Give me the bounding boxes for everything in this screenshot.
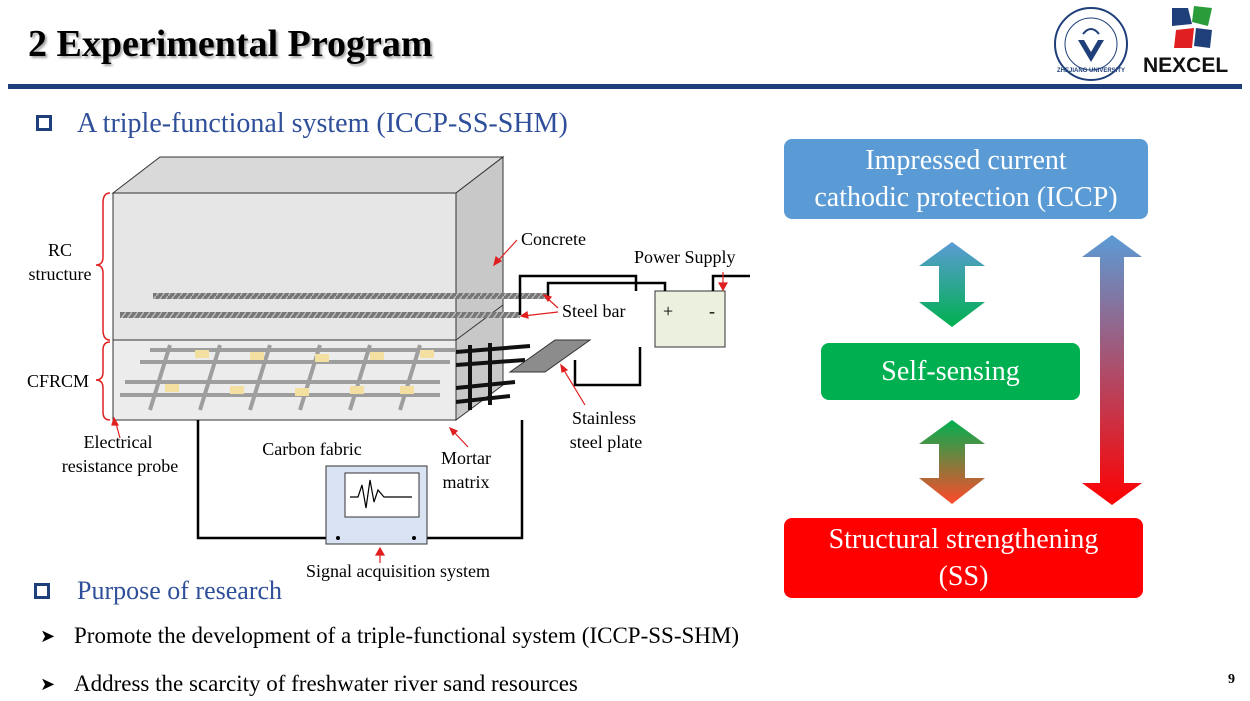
label-steel-bar: Steel bar [562, 301, 625, 321]
label-concrete: Concrete [521, 229, 586, 249]
iccp-line2: cathodic protection (ICCP) [814, 182, 1118, 213]
label-signal-acquisition: Signal acquisition system [306, 561, 490, 581]
bullet-item: Address the scarcity of freshwater river… [74, 671, 578, 696]
label-structure: structure [29, 264, 92, 284]
arrow-bullet-icon: ➤ [40, 626, 56, 646]
steel-bar-upper [153, 293, 548, 299]
section-heading-system: A triple-functional system (ICCP-SS-SHM) [77, 108, 568, 139]
double-arrow-icon-iccp-sensing [919, 242, 985, 327]
stainless-steel-plate [508, 339, 592, 373]
page-number: 9 [1228, 672, 1235, 687]
nexcel-logo-text: NEXCEL [1143, 54, 1229, 77]
section-heading-purpose: Purpose of research [77, 576, 283, 605]
label-plus: + [663, 301, 673, 321]
title-rule [8, 84, 1242, 89]
power-supply-box [654, 290, 726, 348]
iccp-ss-shm-diagram: RC structure CFRCM Concrete Power Supply… [27, 155, 750, 581]
label-stainless: Stainless [572, 408, 636, 428]
iccp-line1: Impressed current [865, 145, 1067, 176]
nexcel-logo-mark [1168, 4, 1214, 50]
label-resistance-probe: resistance probe [62, 456, 178, 476]
label-mortar: Mortar [441, 448, 491, 468]
zhejiang-university-logo: ZHEJIANG UNIVERSITY [1054, 7, 1128, 81]
ss-line1: Structural strengthening [828, 524, 1099, 555]
label-power-supply: Power Supply [634, 247, 736, 267]
bullet-item: Promote the development of a triple-func… [74, 623, 739, 648]
double-arrow-icon-sensing-strength [919, 420, 985, 504]
square-bullet-icon [36, 115, 52, 131]
label-minus: - [709, 301, 715, 321]
label-cfrcm: CFRCM [27, 371, 89, 391]
slide-title: 2 Experimental Program [28, 23, 433, 65]
ss-line2: (SS) [938, 561, 989, 592]
label-carbon-fabric: Carbon fabric [262, 439, 361, 459]
label-steel-plate: steel plate [570, 432, 642, 452]
box-structural-strengthening: Structural strengthening (SS) [784, 518, 1143, 598]
square-bullet-icon [34, 583, 50, 599]
svg-text:ZHEJIANG UNIVERSITY: ZHEJIANG UNIVERSITY [1057, 68, 1125, 74]
label-electrical: Electrical [84, 432, 153, 452]
box-iccp: Impressed current cathodic protection (I… [784, 139, 1148, 219]
box-self-sensing: Self-sensing [821, 343, 1080, 400]
self-sensing-label: Self-sensing [881, 356, 1020, 387]
label-matrix: matrix [443, 472, 490, 492]
label-rc: RC [48, 240, 72, 260]
double-arrow-icon-iccp-strength [1082, 235, 1142, 505]
arrow-bullet-icon: ➤ [40, 674, 56, 694]
steel-bar-lower [120, 312, 520, 318]
